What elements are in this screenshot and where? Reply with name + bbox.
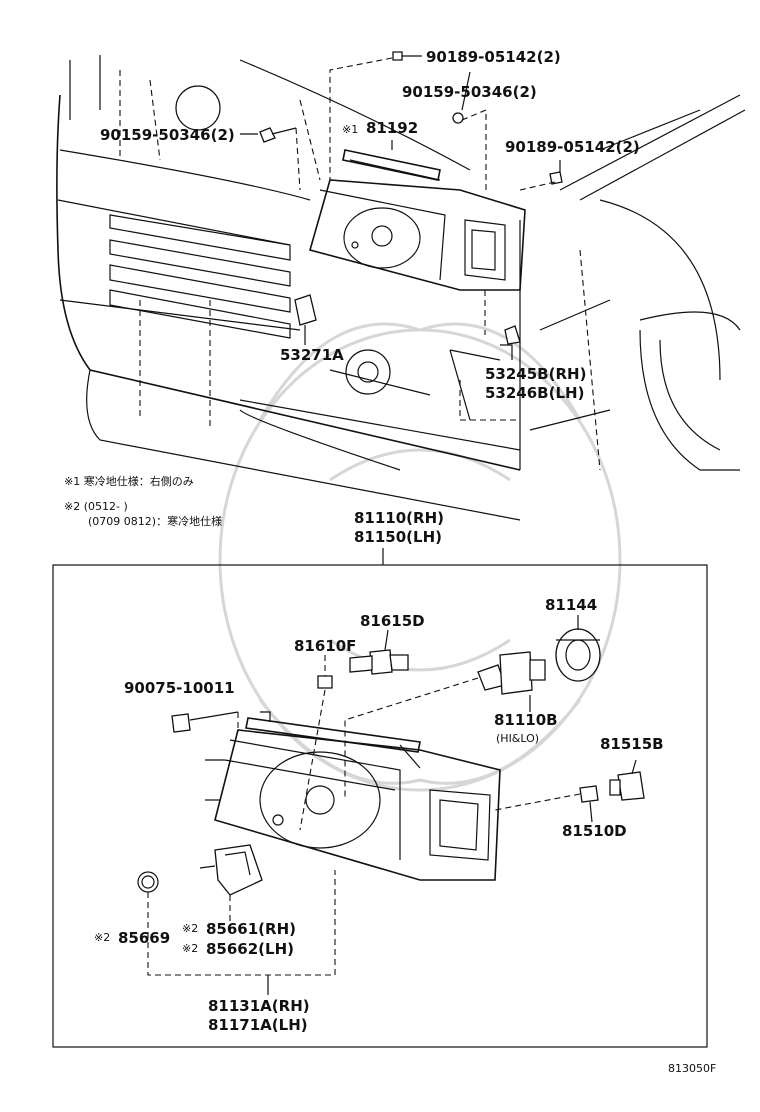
label-actuator-mark-rh: ※2 <box>182 922 198 935</box>
label-bolt-top: 90189-05142(2) <box>426 48 561 66</box>
label-side-bulb: 81510D <box>562 822 627 840</box>
label-bolt: 90075-10011 <box>124 679 235 697</box>
label-ring: 85669 <box>118 929 170 947</box>
label-bracket-mark: ※1 <box>342 123 358 136</box>
label-main-bulb-sub: (HI&LO) <box>496 732 539 745</box>
label-actuator-lh: 85662(LH) <box>206 940 294 958</box>
label-assembly-lh: 81150(LH) <box>354 528 442 546</box>
lower-headlamp-unit <box>205 711 501 881</box>
label-screw-top: 90159-50346(2) <box>402 83 537 101</box>
label-unit-lh: 81171A(LH) <box>208 1016 308 1034</box>
label-clip-rh: 53245B(RH) <box>485 365 586 383</box>
label-assembly-rh: 81110(RH) <box>354 509 444 527</box>
label-bolt-right: 90189-05142(2) <box>505 138 640 156</box>
note-2-line-1: ※2 (0512- ) <box>64 500 128 513</box>
upper-fasteners <box>259 51 563 345</box>
label-actuator-rh: 85661(RH) <box>206 920 296 938</box>
label-bulb-small: 81610F <box>294 637 356 655</box>
watermark-logo <box>218 322 622 792</box>
note-2-line-2: (0709 0812)：寒冷地仕様 <box>88 514 222 528</box>
lower-leader-lines <box>147 615 637 995</box>
vehicle-front-drawing <box>56 55 746 521</box>
label-bracket: 81192 <box>366 119 418 137</box>
label-main-bulb: 81110B <box>494 711 558 729</box>
upper-leader-lines <box>240 55 561 360</box>
label-side-socket: 81515B <box>600 735 664 753</box>
label-clip-lh: 53246B(LH) <box>485 384 584 402</box>
label-unit-rh: 81131A(RH) <box>208 997 310 1015</box>
upper-headlamp-unit <box>309 149 526 291</box>
diagram-code: 813050F <box>668 1062 716 1075</box>
parts-box <box>52 564 708 1048</box>
label-ring-mark: ※2 <box>94 931 110 944</box>
label-bulb-socket: 81615D <box>360 612 425 630</box>
label-actuator-mark-lh: ※2 <box>182 942 198 955</box>
label-screw-left: 90159-50346(2) <box>100 126 235 144</box>
lower-parts <box>137 628 645 896</box>
label-clip-left: 53271A <box>280 346 344 364</box>
note-1: ※1 寒冷地仕様：右側のみ <box>64 474 194 488</box>
label-cap: 81144 <box>545 596 597 614</box>
